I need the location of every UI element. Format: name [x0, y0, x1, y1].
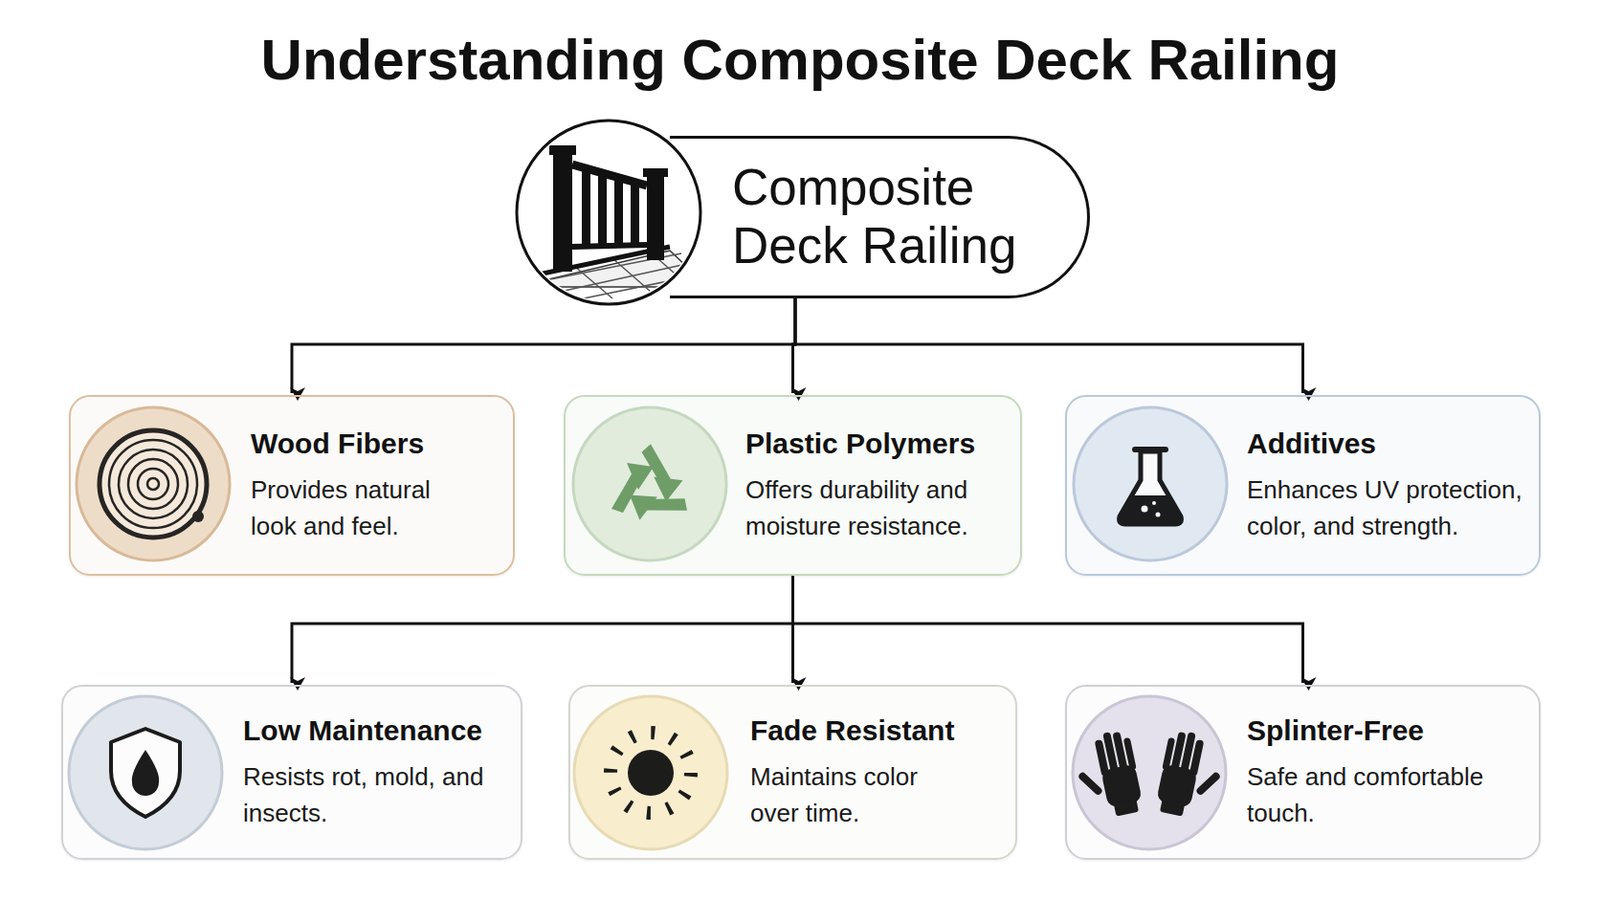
- box-heading: Plastic Polymers: [745, 426, 976, 462]
- feature-box: Wood FibersProvides natural look and fee…: [68, 395, 515, 577]
- box-heading: Additives: [1246, 426, 1377, 462]
- box-heading: Wood Fibers: [250, 426, 424, 462]
- feature-box: Fade ResistantMaintains color over time.: [568, 685, 1018, 861]
- box-body: Enhances UV protection, color, and stren…: [1246, 472, 1526, 545]
- title-pill: Composite Deck Railing: [669, 135, 1090, 299]
- feature-box: Splinter-FreeSafe and comfortable touch.: [1065, 685, 1541, 861]
- feature-box: Plastic PolymersOffers durability and mo…: [563, 395, 1023, 577]
- box-body: Provides natural look and feel.: [250, 472, 481, 545]
- feature-box: AdditivesEnhances UV protection, color, …: [1065, 395, 1541, 577]
- connector-arrow: [793, 576, 1304, 684]
- connector-arrow: [795, 298, 1304, 394]
- connector-arrow: [291, 576, 794, 684]
- railing-icon: [516, 120, 709, 305]
- pill-label: Composite Deck Railing: [732, 158, 1058, 276]
- diagram-title: Understanding Composite Deck Railing: [0, 28, 1600, 92]
- feature-box: Low MaintenanceResists rot, mold, and in…: [61, 685, 523, 861]
- box-heading: Fade Resistant: [750, 713, 955, 749]
- box-heading: Low Maintenance: [243, 713, 483, 749]
- box-body: Maintains color over time.: [750, 759, 973, 832]
- box-body: Safe and comfortable touch.: [1246, 759, 1498, 832]
- box-body: Resists rot, mold, and insects.: [243, 759, 494, 832]
- connector-arrow: [291, 298, 796, 394]
- box-heading: Splinter-Free: [1246, 713, 1424, 749]
- box-body: Offers durability and moisture resistanc…: [745, 472, 1007, 545]
